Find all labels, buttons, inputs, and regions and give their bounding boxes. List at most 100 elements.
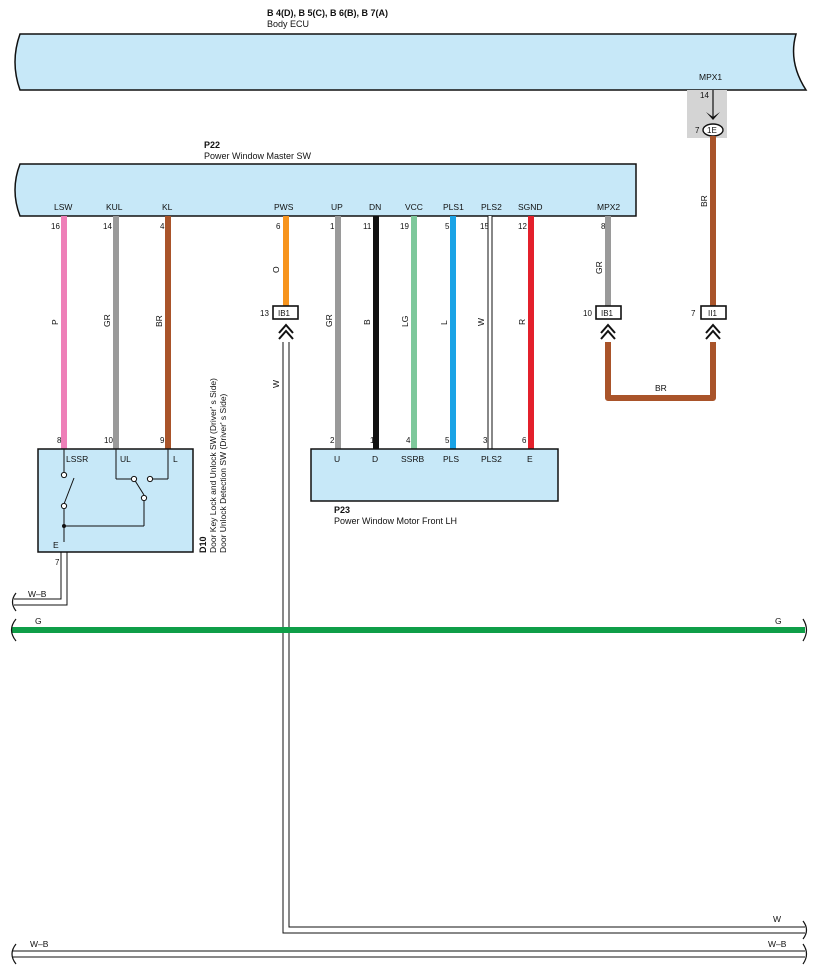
d10-pin-lssr: 8 <box>57 436 62 445</box>
d10-junction <box>62 524 66 528</box>
door-switch-name-2: Door Unlock Detection SW (Driver' s Side… <box>218 393 228 553</box>
wire-label-mpx1-br: BR <box>699 195 709 207</box>
mpx2-chevron-icon <box>600 323 616 340</box>
wire-label-r: R <box>517 319 527 325</box>
bus-g-left-label: G <box>35 616 42 626</box>
d10-pin-l: 9 <box>160 436 165 445</box>
p22-pin-lsw: 16 <box>51 222 60 231</box>
p23-terminal-ssrb: SSRB <box>401 454 424 464</box>
wire-label-pws-w: W <box>271 380 281 388</box>
wire-label-lg: LG <box>400 316 410 327</box>
p23-pin-d: 1 <box>370 436 375 445</box>
p22-terminal-lsw: LSW <box>54 202 72 212</box>
p23-pin-e: 6 <box>522 436 527 445</box>
door-switch-circuit <box>60 449 169 542</box>
g-right-break-icon <box>802 618 808 642</box>
p22-pin-up: 1 <box>330 222 335 231</box>
p22-terminal-up: UP <box>331 202 343 212</box>
p22-terminal-pls1: PLS1 <box>443 202 464 212</box>
mpx2-connector-code: IB1 <box>601 309 614 318</box>
d10-terminal-lssr: LSSR <box>66 454 88 464</box>
master-sw-name: Power Window Master SW <box>204 151 312 161</box>
body-ecu-box <box>14 33 808 91</box>
mpx2-connector-box <box>595 305 622 320</box>
mpx1-connector-box <box>700 305 727 320</box>
p23-pin-pls2: 3 <box>483 436 488 445</box>
bus-wb-bottom-right-label: W–B <box>768 939 787 949</box>
bus-wb-left-label: W–B <box>28 589 47 599</box>
body-ecu-code: B 4(D), B 5(C), B 6(B), B 7(A) <box>267 8 388 18</box>
mpx1-connector-code: II1 <box>708 309 717 318</box>
g-left-break-icon <box>10 618 17 642</box>
wire-label-l: L <box>439 320 449 325</box>
pws-connector-pin: 13 <box>260 309 269 318</box>
wire-wb-inner <box>14 552 68 606</box>
motor-box <box>310 448 559 502</box>
body-ecu-name: Body ECU <box>267 19 309 29</box>
wire-label-mpx2-gr: GR <box>594 261 604 274</box>
p23-pin-pls: 5 <box>445 436 450 445</box>
p23-terminal-e: E <box>527 454 533 464</box>
p22-pin-vcc: 19 <box>400 222 409 231</box>
d10-pin-e: 7 <box>55 558 60 567</box>
mpx1-chevron-icon <box>705 323 721 340</box>
d10-pin-ul: 10 <box>104 436 113 445</box>
wire-wb-outer <box>14 552 62 600</box>
wb-left-break-icon <box>11 592 17 612</box>
wire-label-b: B <box>362 319 372 325</box>
wire-label-o: O <box>271 266 281 273</box>
p22-pin-kul: 14 <box>103 222 112 231</box>
bus-w-right-label: W <box>773 914 781 924</box>
p22-pin-kl: 4 <box>160 222 165 231</box>
p22-terminal-pws: PWS <box>274 202 294 212</box>
pws-connector-box <box>272 305 299 320</box>
p22-terminal-pls2: PLS2 <box>481 202 502 212</box>
bus-g-right-label: G <box>775 616 782 626</box>
p22-pin-sgnd: 12 <box>518 222 527 231</box>
wire-label-br-loop: BR <box>655 383 667 393</box>
p22-pin-mpx2: 8 <box>601 222 606 231</box>
door-switch-code: D10 <box>198 536 208 553</box>
ecu-mpx1-pin: 14 <box>700 91 709 100</box>
wire-label-w: W <box>476 318 486 326</box>
mpx1-terminal-label: MPX1 <box>699 72 722 82</box>
wire-pws-w-outer <box>282 342 805 934</box>
p22-pin-pls1: 5 <box>445 222 450 231</box>
door-switch-name-1: Door Key Lock and Unlock SW (Driver' s S… <box>208 378 218 553</box>
p23-terminal-d: D <box>372 454 378 464</box>
p22-pin-pls2: 15 <box>480 222 489 231</box>
wire-label-kul-gr: GR <box>102 314 112 327</box>
d10-terminal-l: L <box>173 454 178 464</box>
w-right-break-icon <box>802 920 808 940</box>
pws-connector-code: IB1 <box>278 309 291 318</box>
p22-terminal-kl: KL <box>162 202 173 212</box>
p22-terminal-kul: KUL <box>106 202 123 212</box>
ecu-connector-code: 1E <box>707 126 717 135</box>
master-sw-code: P22 <box>204 140 220 150</box>
ecu-arrow-icon <box>706 112 720 120</box>
bus-wb-bottom-left-label: W–B <box>30 939 49 949</box>
motor-code: P23 <box>334 505 350 515</box>
pws-chevron-icon <box>278 323 294 340</box>
p22-pin-dn: 11 <box>363 222 372 231</box>
mpx2-connector-pin: 10 <box>583 309 592 318</box>
p23-terminal-pls2: PLS2 <box>481 454 502 464</box>
wire-label-up-gr: GR <box>324 314 334 327</box>
p22-terminal-vcc: VCC <box>405 202 423 212</box>
mpx1-connector-pin: 7 <box>691 309 696 318</box>
p22-terminal-dn: DN <box>369 202 381 212</box>
p22-pin-pws: 6 <box>276 222 281 231</box>
p22-terminal-sgnd: SGND <box>518 202 543 212</box>
wire-pws-w-inner <box>288 342 805 928</box>
ecu-connector-pin: 7 <box>695 126 700 135</box>
p23-terminal-u: U <box>334 454 340 464</box>
p23-pin-u: 2 <box>330 436 335 445</box>
wire-br-loop <box>605 342 716 401</box>
wire-label-p: P <box>50 319 60 325</box>
d10-terminal-ul: UL <box>120 454 131 464</box>
wb-bottom-right-break-icon <box>802 943 808 965</box>
p23-pin-ssrb: 4 <box>406 436 411 445</box>
p23-terminal-pls: PLS <box>443 454 459 464</box>
wb-bottom-left-break-icon <box>11 943 17 965</box>
